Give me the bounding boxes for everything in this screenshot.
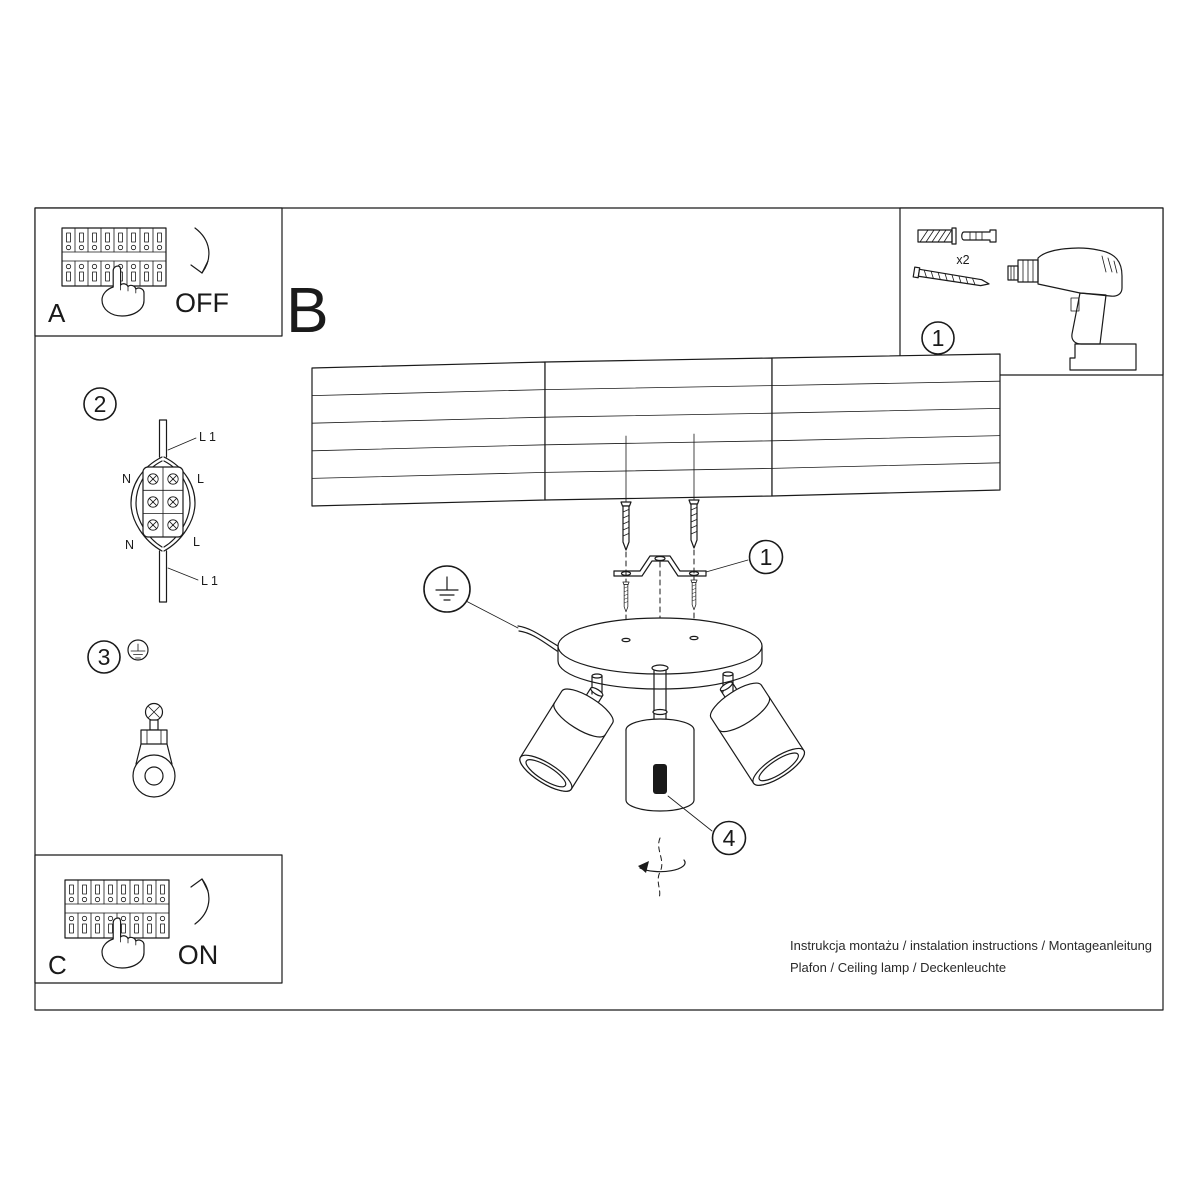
hardware-panel: x2 1 <box>899 207 1164 376</box>
step-4-badge: 4 <box>711 820 747 856</box>
mounting-bracket <box>613 555 707 577</box>
step-2-badge: 2 <box>83 387 117 421</box>
panel-a: OFF A <box>34 207 283 337</box>
wall-plug-icon <box>917 227 997 245</box>
l-bottom-label: L <box>193 535 200 549</box>
spotlight-center <box>625 718 713 832</box>
step-3-badge: 3 <box>87 640 121 674</box>
step-4-number: 4 <box>723 825 736 851</box>
top-cable-leader <box>167 437 197 451</box>
step-1-badge: 1 <box>921 321 955 355</box>
top-cable <box>158 419 168 458</box>
anchor-quantity-label: x2 <box>956 253 969 267</box>
spotlight-right <box>709 681 806 786</box>
canopy-hole <box>621 637 631 643</box>
screw-axis-lines <box>625 433 695 503</box>
step-1-number: 1 <box>760 544 773 570</box>
step-1-badge-bracket: 1 <box>748 539 784 575</box>
section-a-label: A <box>48 298 66 328</box>
drill-icon <box>1007 247 1137 371</box>
socket-leader <box>667 795 713 832</box>
step-1-number: 1 <box>932 325 945 351</box>
bottom-cable-label: L 1 <box>201 574 218 588</box>
earth-connection <box>423 565 559 652</box>
section-c-label: C <box>48 950 67 980</box>
rotation-arrow-icon <box>638 837 686 899</box>
panel-c: ON C <box>34 854 283 984</box>
spotlight-left <box>519 686 614 792</box>
lamp-posts <box>591 664 734 728</box>
terminal-block <box>142 466 184 538</box>
lamp-socket <box>653 764 667 794</box>
earth-clamp-icon <box>132 702 176 798</box>
section-b-label: B <box>286 274 329 346</box>
rotate-off-arrow-icon <box>190 227 210 274</box>
bracket-leader <box>705 559 749 573</box>
ceiling-lamp: 4 <box>423 565 806 899</box>
footer: Instrukcja montażu / instalation instruc… <box>790 938 1152 975</box>
ceiling-boards <box>311 353 1001 507</box>
n-top-label: N <box>122 472 131 486</box>
top-cable-label: L 1 <box>199 430 216 444</box>
screw-icon <box>912 266 990 287</box>
on-label: ON <box>178 940 219 970</box>
mains-cable <box>517 625 559 652</box>
off-label: OFF <box>175 288 229 318</box>
bottom-cable <box>158 550 168 603</box>
step-2-number: 2 <box>94 391 107 417</box>
footer-line-2: Plafon / Ceiling lamp / Deckenleuchte <box>790 960 1006 975</box>
step-3-number: 3 <box>98 644 111 670</box>
l-top-label: L <box>197 472 204 486</box>
rotate-on-arrow-icon <box>190 878 210 925</box>
footer-line-1: Instrukcja montażu / instalation instruc… <box>790 938 1152 953</box>
n-bottom-label: N <box>125 538 134 552</box>
bottom-cable-leader <box>167 567 199 581</box>
canopy-hole <box>689 635 699 641</box>
earthing-step: 3 <box>87 639 176 798</box>
mounting-assembly: 1 <box>613 433 784 646</box>
wiring-step: 2 L 1 N L N L <box>83 387 218 603</box>
earth-symbol-icon <box>127 639 149 661</box>
